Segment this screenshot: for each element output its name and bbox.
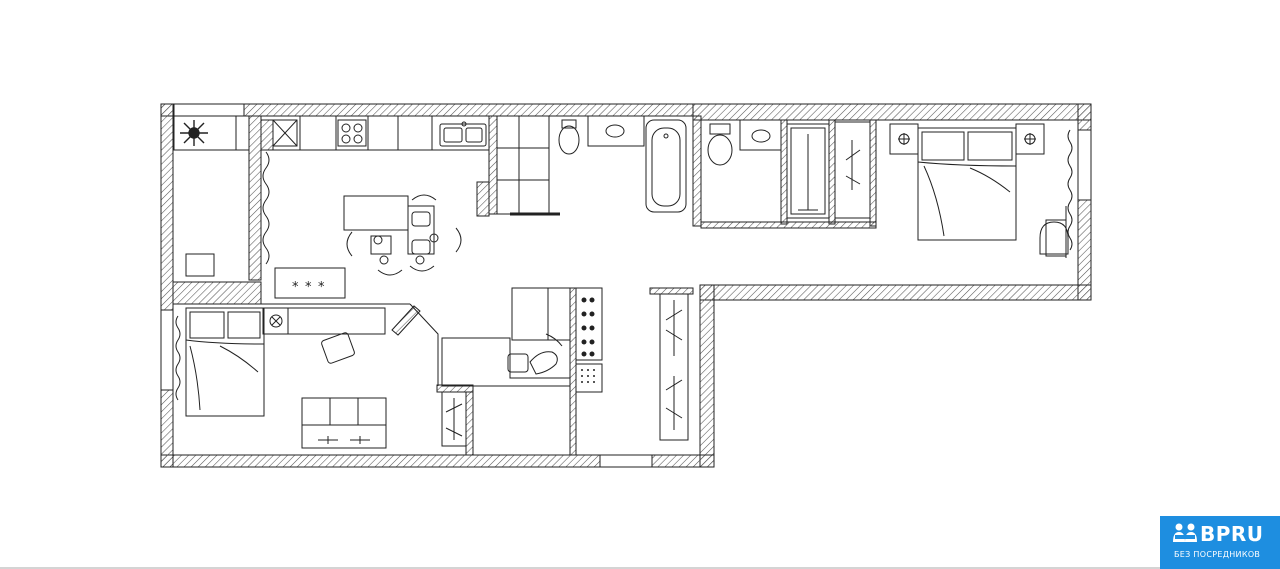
svg-text:*: * [292, 280, 299, 295]
toilet-shower [707, 119, 871, 219]
bathroom [496, 115, 687, 216]
walls [160, 103, 1092, 468]
hallway-storage [441, 287, 689, 447]
bedroom-left [173, 115, 265, 417]
brand-tagline: БЕЗ ПОСРЕДНИКОВ [1174, 550, 1261, 559]
brand-name: BPRU [1200, 522, 1264, 546]
plant-icon [180, 120, 208, 146]
brand-logo[interactable]: BPRU БЕЗ ПОСРЕДНИКОВ [1160, 516, 1280, 569]
bedroom-right [889, 123, 1073, 258]
svg-text:*: * [318, 280, 325, 295]
sofa-corner [441, 287, 571, 387]
people-icon [1173, 523, 1197, 542]
kitchen-living-room: * * * [185, 115, 490, 449]
svg-text:*: * [305, 280, 312, 295]
